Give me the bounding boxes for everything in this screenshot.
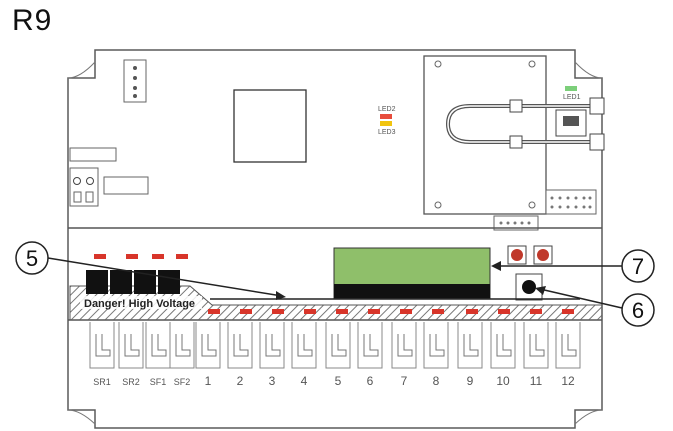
callout-6-label: 6 xyxy=(632,298,644,323)
terminal-block xyxy=(523,322,549,369)
terminal-block-row xyxy=(89,322,581,369)
callout-6-circle xyxy=(621,293,655,327)
led2-label: LED2 xyxy=(378,106,396,113)
terminal-block xyxy=(89,322,115,369)
terminal-block xyxy=(457,322,483,369)
terminal-block xyxy=(555,322,581,369)
figure-label: R9 xyxy=(12,4,53,37)
callout-5-circle xyxy=(15,241,49,275)
terminal-label: 1 xyxy=(205,374,212,388)
terminal-block xyxy=(291,322,317,369)
cable-clip xyxy=(509,99,523,113)
led3-indicator xyxy=(380,121,392,126)
corner-notch xyxy=(67,409,96,425)
terminal-label: 11 xyxy=(530,374,543,388)
relay-led-row xyxy=(208,309,574,314)
processor-chip xyxy=(233,89,307,163)
pin-header xyxy=(545,189,597,215)
terminal-label: 8 xyxy=(433,374,440,388)
terminal-label: SR2 xyxy=(122,377,140,387)
terminal-block xyxy=(169,322,195,369)
round-button xyxy=(522,280,536,294)
terminal-label: 6 xyxy=(367,374,374,388)
terminal-block xyxy=(391,322,417,369)
cable-clip xyxy=(509,135,523,149)
callout-5-label: 5 xyxy=(26,246,38,271)
led3-label: LED3 xyxy=(378,129,396,136)
terminal-block xyxy=(325,322,351,369)
callout-7-label: 7 xyxy=(632,254,644,279)
terminal-block xyxy=(259,322,285,369)
antenna-connector xyxy=(589,133,605,151)
terminal-label: 9 xyxy=(467,374,474,388)
warning-text: Danger! High Voltage xyxy=(84,298,195,310)
terminal-label: SR1 xyxy=(93,377,111,387)
led1-indicator xyxy=(565,86,577,91)
terminal-label: SF2 xyxy=(174,377,191,387)
terminal-label: 7 xyxy=(401,374,408,388)
header-strip xyxy=(69,147,117,162)
terminal-label: 4 xyxy=(301,374,308,388)
terminal-label: SF1 xyxy=(150,377,167,387)
terminal-block xyxy=(490,322,516,369)
terminal-label: 12 xyxy=(561,374,575,388)
corner-notch xyxy=(574,409,603,425)
terminal-block xyxy=(195,322,221,369)
callout-6-line xyxy=(539,288,623,309)
terminal-label: 5 xyxy=(335,374,342,388)
status-led-row xyxy=(94,254,188,259)
antenna-connector xyxy=(589,97,605,115)
terminal-label: 2 xyxy=(237,374,244,388)
corner-notch xyxy=(67,61,96,79)
terminal-block xyxy=(423,322,449,369)
callout-5-line xyxy=(47,257,283,297)
wifi-module-board xyxy=(423,55,547,215)
small-component xyxy=(103,176,149,195)
terminal-block xyxy=(118,322,144,369)
terminal-label: 10 xyxy=(496,374,510,388)
corner-notch xyxy=(574,61,603,79)
terminal-block xyxy=(145,322,171,369)
relay-block-group xyxy=(86,270,180,294)
usb-port xyxy=(555,109,587,137)
terminal-label: 3 xyxy=(269,374,276,388)
terminal-block xyxy=(227,322,253,369)
led2-indicator xyxy=(380,114,392,119)
connector-block xyxy=(123,59,147,103)
led1-label: LED1 xyxy=(563,94,581,101)
round-button-housing xyxy=(515,273,543,301)
callout-7-circle xyxy=(621,249,655,283)
terminal-block xyxy=(357,322,383,369)
warning-label-bg xyxy=(80,296,202,309)
